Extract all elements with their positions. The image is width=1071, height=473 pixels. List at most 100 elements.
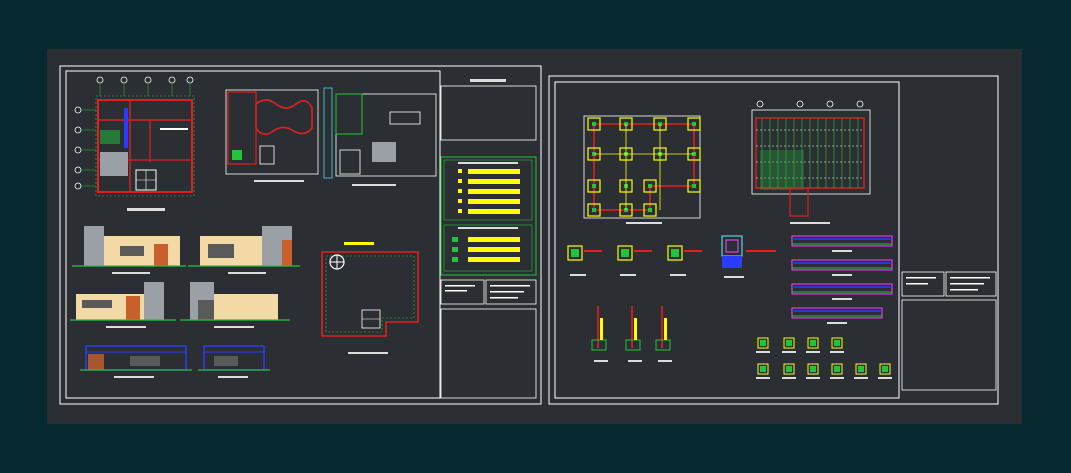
- stirrup-caption: [830, 351, 844, 353]
- stirrup-core: [810, 366, 816, 372]
- footing: [643, 179, 657, 193]
- sheet-1-outer-border: [59, 65, 542, 405]
- sheet-structure: [548, 75, 999, 405]
- footing-sections: [591, 306, 672, 362]
- beam-outline: [791, 283, 893, 295]
- stirrup: [855, 363, 867, 375]
- legend-symbol: [452, 237, 458, 242]
- roof-joists: [756, 100, 864, 188]
- stirrup-caption: [878, 377, 892, 379]
- stirrup-caption: [806, 377, 820, 379]
- legend-symbol: [458, 199, 462, 203]
- legend-row: [468, 179, 520, 184]
- beam-outline: [791, 307, 883, 319]
- section-rebar: [634, 318, 637, 340]
- legend-box: [440, 156, 537, 276]
- beam-caption: [832, 274, 852, 276]
- legend-row: [468, 199, 520, 204]
- section-caption: [628, 360, 642, 362]
- beam-outline: [791, 235, 893, 247]
- stirrup-caption: [806, 351, 820, 353]
- section-b: [198, 345, 270, 378]
- grid-axis-bubble: [796, 100, 804, 108]
- sheet-1-title-block: [440, 79, 537, 399]
- section-caption: [594, 360, 608, 362]
- section-footing: [655, 339, 671, 351]
- beam-caption: [827, 322, 847, 324]
- section-a: [80, 345, 192, 378]
- stirrup: [831, 337, 843, 349]
- column-section: [667, 245, 683, 261]
- column-tag: [684, 250, 702, 252]
- column-section: [567, 245, 583, 261]
- section-footing: [591, 339, 607, 351]
- legend-row: [468, 189, 520, 194]
- column-caption: [570, 274, 586, 276]
- stirrup-core: [882, 366, 888, 372]
- legend-row: [468, 257, 520, 262]
- section-rebar: [600, 318, 603, 340]
- sheet-architecture: [59, 65, 542, 405]
- column: [592, 122, 596, 126]
- column: [592, 184, 596, 188]
- column: [648, 208, 652, 212]
- legend-row: [468, 237, 520, 242]
- column-tag: [584, 250, 602, 252]
- stirrup-core: [834, 366, 840, 372]
- stirrup: [807, 363, 819, 375]
- column-caption: [620, 274, 636, 276]
- column-details: [567, 245, 702, 276]
- legend-row: [468, 169, 520, 174]
- beam-caption: [832, 250, 852, 252]
- beam-caption: [832, 298, 852, 300]
- legend-rows-bottom: [452, 237, 520, 262]
- stirrup: [831, 363, 843, 375]
- stirrup-core: [760, 340, 766, 346]
- legend-symbol: [452, 257, 458, 262]
- legend-row: [468, 247, 520, 252]
- footing-detail: [721, 235, 776, 278]
- stirrup-caption: [756, 377, 770, 379]
- stirrup-core: [810, 340, 816, 346]
- stirrup: [757, 363, 769, 375]
- stirrup: [783, 363, 795, 375]
- stirrup-caption: [854, 377, 868, 379]
- legend-symbol: [452, 247, 458, 252]
- section-footing: [625, 339, 641, 351]
- column-caption: [670, 274, 686, 276]
- footing: [587, 203, 601, 217]
- stirrup-caption: [782, 351, 796, 353]
- grid-axis-bubble: [856, 100, 864, 108]
- column: [648, 184, 652, 188]
- stirrup: [879, 363, 891, 375]
- site-plan: [323, 87, 437, 186]
- stirrup-core: [760, 366, 766, 372]
- column-tag: [634, 250, 652, 252]
- column-core: [621, 249, 629, 257]
- stirrup-details: [756, 337, 892, 379]
- beam-details: [791, 235, 893, 324]
- column: [692, 122, 696, 126]
- legend-symbol: [458, 189, 462, 193]
- elevation-front: [72, 226, 186, 274]
- roof-framing-plan: [751, 100, 871, 224]
- stirrup: [807, 337, 819, 349]
- section-caption: [658, 360, 672, 362]
- stirrup-core: [834, 340, 840, 346]
- legend-rows-top: [458, 169, 520, 214]
- foundation-footings: [587, 117, 701, 217]
- footing: [687, 179, 701, 193]
- sheet-2-title-block: [901, 271, 997, 391]
- sheet-2-outer-border: [548, 75, 999, 405]
- floor-plan-grid-axes: [74, 76, 194, 190]
- column: [692, 184, 696, 188]
- stirrup-core: [858, 366, 864, 372]
- column-core: [571, 249, 579, 257]
- legend-symbol: [458, 209, 462, 213]
- stirrup: [783, 337, 795, 349]
- column: [592, 208, 596, 212]
- column-core: [671, 249, 679, 257]
- elevation-right: [180, 282, 290, 328]
- beam-outline: [791, 259, 893, 271]
